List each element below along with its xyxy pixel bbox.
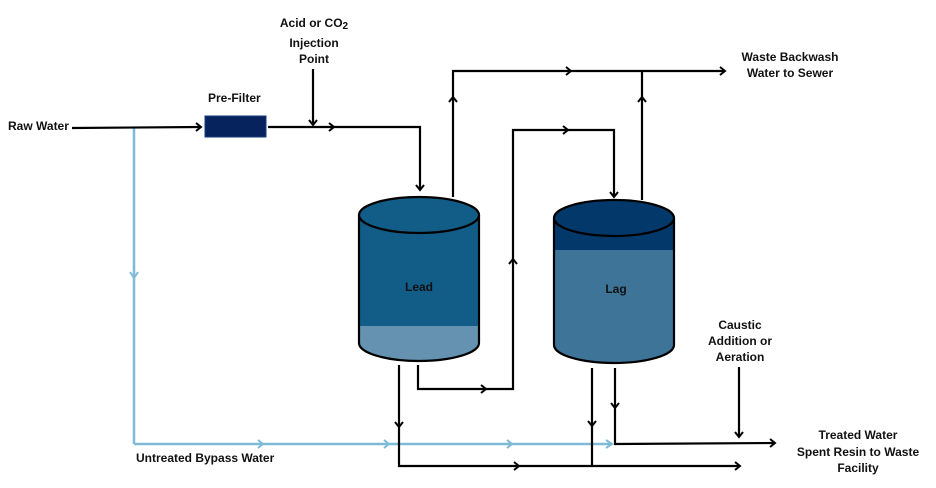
arrow-right xyxy=(562,125,570,135)
arrow-down xyxy=(415,184,425,192)
spent-resin-label-line2: Facility xyxy=(837,461,879,475)
waste-backwash-label-line2: Water to Sewer xyxy=(746,66,834,80)
acid-injection-label: Acid or CO2 Injection Point xyxy=(276,15,352,67)
arrow-down xyxy=(587,420,597,428)
bypass-arrow-right xyxy=(506,439,514,449)
bypass-arrow-right xyxy=(257,439,265,449)
acid-injection-label-line3: Point xyxy=(299,52,329,66)
arrow-down xyxy=(610,402,620,410)
arrow-up xyxy=(637,95,647,103)
arrow-up xyxy=(508,257,518,265)
arrow-down xyxy=(734,431,744,439)
lag-tank xyxy=(552,198,676,365)
lead-tank-label: Lead xyxy=(404,280,433,294)
acid-injection-label-line1: Acid or CO xyxy=(279,16,343,30)
lead-tank xyxy=(357,195,481,363)
arrow-down xyxy=(609,191,619,199)
lag-tank-top xyxy=(552,198,676,238)
bypass-arrow-right xyxy=(605,439,614,449)
arrow-up xyxy=(448,95,458,103)
arrow-right xyxy=(565,66,573,76)
arrow-right xyxy=(734,461,742,471)
arrow-right xyxy=(719,66,727,76)
prefilter-to-lead-line xyxy=(268,125,422,190)
raw-water-label: Raw Water xyxy=(8,119,69,133)
bypass-label: Untreated Bypass Water xyxy=(136,451,275,465)
waste-backwash-label: Waste Backwash Water to Sewer xyxy=(735,49,845,81)
waste-backwash-label-line1: Waste Backwash xyxy=(741,50,839,64)
lead-tank-top xyxy=(357,195,481,235)
arrow-down xyxy=(394,421,404,429)
process-arrowheads xyxy=(195,66,777,471)
acid-injection-label-line2: Injection xyxy=(289,36,339,50)
lag-treated-line xyxy=(613,368,776,446)
co2-subscript: 2 xyxy=(342,21,349,32)
lead-tank-resin-band xyxy=(359,326,479,361)
pre-filter-box xyxy=(204,115,267,138)
bypass-arrow-down xyxy=(129,271,139,280)
lead-backwash-line xyxy=(451,69,724,197)
caustic-label-line1: Caustic xyxy=(718,318,762,332)
caustic-addition-label: Caustic Addition or Aeration xyxy=(700,317,780,365)
spent-resin-label: Spent Resin to Waste Facility xyxy=(792,444,924,476)
arrow-right xyxy=(513,461,521,471)
raw-water-line xyxy=(71,125,201,130)
lag-tank-resin-band xyxy=(554,250,674,363)
bypass-arrow-right xyxy=(383,439,391,449)
bypass-line xyxy=(132,127,612,446)
arrow-down xyxy=(308,119,318,127)
caustic-label-line3: Aeration xyxy=(715,350,765,364)
arrow-right xyxy=(480,384,488,394)
lead-spent-resin-line xyxy=(397,365,740,468)
arrow-right xyxy=(328,122,336,132)
pre-filter-label: Pre-Filter xyxy=(208,91,261,105)
bypass-arrowheads xyxy=(129,271,614,449)
spent-resin-label-line1: Spent Resin to Waste xyxy=(796,445,920,459)
caustic-label-line2: Addition or xyxy=(708,334,772,348)
arrow-right xyxy=(769,438,777,448)
treated-water-label: Treated Water xyxy=(818,428,898,442)
arrow-right xyxy=(195,122,203,132)
lag-tank-label: Lag xyxy=(605,282,627,296)
